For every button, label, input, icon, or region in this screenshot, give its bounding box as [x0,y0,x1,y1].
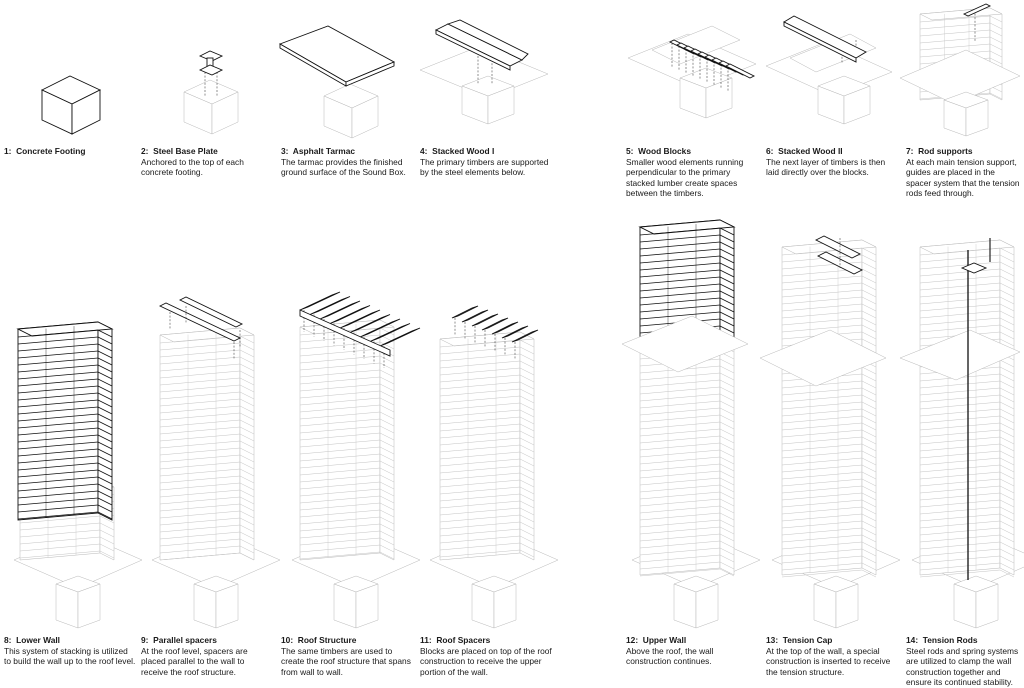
wall-stack [159,327,255,561]
step-1-caption: 1: Concrete Footing [4,146,136,157]
step-12-caption: 12: Upper Wall Above the roof, the wall … [626,635,758,667]
step-6-caption: 6: Stacked Wood II The next layer of tim… [766,146,898,178]
roof-timbers [299,291,421,368]
step-10-title: Roof Structure [297,635,357,645]
step-2-caption: 2: Steel Base Plate Anchored to the top … [141,146,273,178]
wall-stack [16,321,114,521]
roof-spacer-blocks [451,305,539,360]
step-4-number: 4: [420,146,428,156]
step-11-description: Blocks are placed on top of the roof con… [420,645,552,677]
stacked-wood-ii-drawing [765,15,893,125]
step-7-title: Rod supports [918,146,973,156]
step-12-title: Upper Wall [642,635,687,645]
step-7-number: 7: [906,146,914,156]
step-10-number: 10: [281,635,294,645]
step-5-description: Smaller wood elements running perpendicu… [626,156,744,199]
stacked-wood-i-drawing [419,19,549,125]
step-3-title: Asphalt Tarmac [292,146,356,156]
wall-stack [299,319,395,561]
wall-stack [919,239,1015,578]
step-3-caption: 3: Asphalt Tarmac The tarmac provides th… [281,146,413,178]
step-7-caption: 7: Rod supports At each main tension sup… [906,146,1022,199]
wall-stack [638,219,736,341]
step-4-title: Stacked Wood I [432,146,495,156]
step-6-description: The next layer of timbers is then laid d… [766,156,886,178]
step-3-description: The tarmac provides the finished ground … [281,156,406,178]
step-5-caption: 5: Wood Blocks Smaller wood elements run… [626,146,758,199]
wall-stack [439,331,535,561]
wood-blocks-drawing [627,25,757,119]
step-8-description: This system of stacking is utilized to b… [4,645,136,667]
step-11-number: 11: [420,635,432,645]
step-6-number: 6: [766,146,774,156]
step-7-description: At each main tension support, guides are… [906,156,1020,199]
step-1-title: Concrete Footing [16,146,86,156]
concrete-footing-drawing [40,75,102,135]
step-13-description: At the top of the wall, a special constr… [766,645,891,677]
step-8-title: Lower Wall [16,635,61,645]
step-14-caption: 14: Tension Rods Steel rods and spring s… [906,635,1022,688]
step-5-title: Wood Blocks [638,146,692,156]
step-10-description: The same timbers are used to create the … [281,645,411,677]
step-8-number: 8: [4,635,12,645]
step-11-caption: 11: Roof Spacers Blocks are placed on to… [420,635,552,677]
step-2-title: Steel Base Plate [153,146,218,156]
step-2-description: Anchored to the top of each concrete foo… [141,156,244,178]
step-9-number: 9: [141,635,149,645]
step-14-number: 14: [906,635,919,645]
step-9-description: At the roof level, spacers are placed pa… [141,645,248,677]
step-6-title: Stacked Wood II [778,146,843,156]
step-3-number: 3: [281,146,289,156]
step-13-number: 13: [766,635,779,645]
step-4-caption: 4: Stacked Wood I The primary timbers ar… [420,146,552,178]
step-9-caption: 9: Parallel spacers At the roof level, s… [141,635,273,677]
wall-stack [781,239,877,578]
step-13-caption: 13: Tension Cap At the top of the wall, … [766,635,898,677]
step-13-title: Tension Cap [782,635,833,645]
step-14-description: Steel rods and spring systems are utiliz… [906,645,1019,688]
step-10-caption: 10: Roof Structure The same timbers are … [281,635,413,677]
step-14-title: Tension Rods [922,635,978,645]
steel-base-plate-drawing [183,50,239,135]
step-9-title: Parallel spacers [153,635,217,645]
step-11-title: Roof Spacers [436,635,491,645]
step-2-number: 2: [141,146,149,156]
step-12-description: Above the roof, the wall construction co… [626,645,714,667]
step-12-number: 12: [626,635,639,645]
step-8-caption: 8: Lower Wall This system of stacking is… [4,635,136,667]
step-1-number: 1: [4,146,12,156]
step-5-number: 5: [626,146,634,156]
step-4-description: The primary timbers are supported by the… [420,156,549,178]
rod-supports-drawing [899,3,1021,137]
asphalt-tarmac-drawing [278,25,396,139]
